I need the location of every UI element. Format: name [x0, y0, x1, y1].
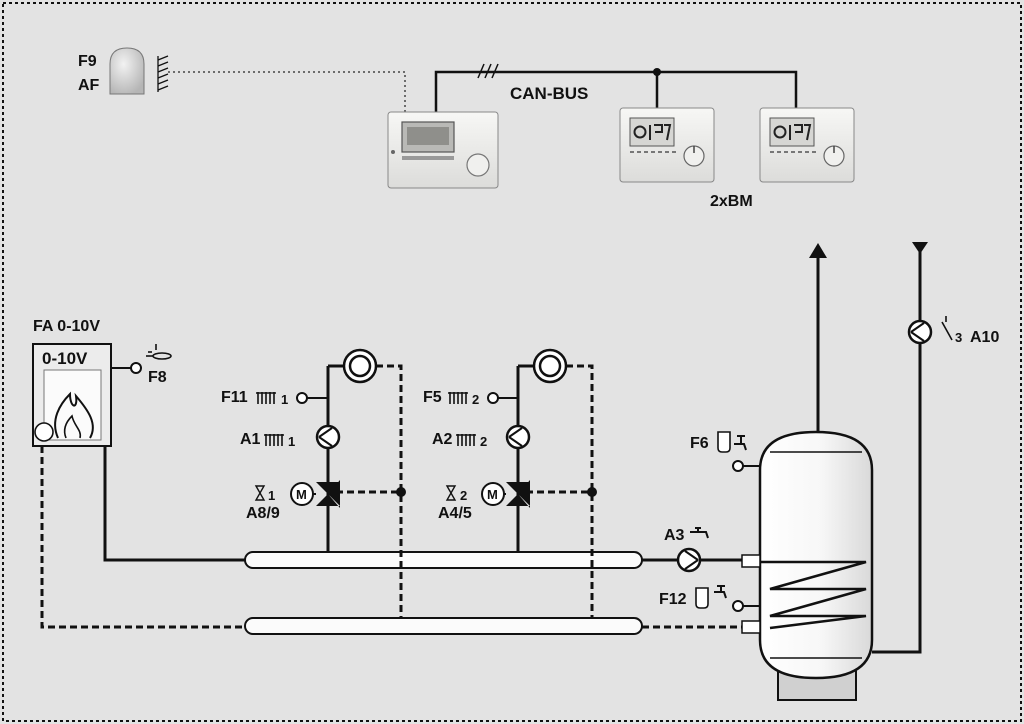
mixing-valve-2-icon — [506, 480, 530, 508]
mixer-valve-1-symbol-icon — [254, 485, 266, 501]
outdoor-sensor-code: F9 — [78, 53, 97, 70]
heat-exchanger-coil — [760, 560, 867, 630]
bus-junction — [653, 68, 661, 76]
tank-bottom-sensor-label: F12 — [659, 591, 687, 608]
flame-icon — [54, 391, 94, 439]
flow-sensor-2-label: F5 — [423, 389, 442, 406]
room-unit-1-display — [629, 117, 675, 147]
outdoor-sensor-name: AF — [78, 77, 100, 94]
bus-slash-marks — [477, 63, 499, 79]
heating-circuit-1: F11 1 A1 1 M 1 A8/9 — [221, 348, 406, 618]
dhw-tank — [758, 430, 874, 680]
flow-header — [244, 551, 643, 569]
mixing-valve-1-icon — [316, 480, 340, 508]
flow-sensor-1-node — [296, 392, 308, 404]
controller-device — [387, 111, 499, 189]
charge-pump-label: A3 — [664, 527, 685, 544]
return-header — [244, 617, 643, 635]
tank-bottom-tap-icon — [714, 585, 727, 599]
radiator-1b-icon — [264, 434, 284, 446]
mixer-2-label: A4/5 — [438, 505, 472, 522]
boiler-label: FA 0-10V — [33, 318, 100, 335]
circulation-arrow-icon — [912, 242, 928, 254]
circulation-line — [872, 250, 922, 654]
boiler-flow-pipe — [103, 446, 245, 562]
boiler-sensor-label: F8 — [148, 369, 167, 386]
circuit-1-index-c: 1 — [268, 488, 275, 503]
outdoor-sensor-wire — [168, 71, 406, 112]
outdoor-sensor: F9 AF — [78, 47, 406, 112]
circuit-2-index-c: 2 — [460, 488, 467, 503]
tank-top-sensor-label: F6 — [690, 435, 709, 452]
circuit-2-index-a: 2 — [472, 392, 479, 407]
timer-switch-icon — [941, 316, 953, 341]
radiator-2a-icon — [448, 392, 468, 404]
boiler-sensor-icon — [146, 344, 172, 360]
tank-bottom-sensor-icon — [695, 587, 709, 609]
flow-sensor-1-label: F11 — [221, 389, 248, 406]
boiler: 0-10V — [32, 343, 112, 447]
radiator-2b-icon — [456, 434, 476, 446]
circuit-2-index-b: 2 — [480, 434, 487, 449]
circulation-pump-icon — [907, 319, 933, 345]
pump-1-label: A1 — [240, 431, 261, 448]
tap-icon — [690, 527, 709, 539]
pump-2-icon — [505, 424, 531, 450]
can-bus-line — [434, 70, 798, 112]
outdoor-sensor-icon — [109, 47, 145, 95]
boiler-pump-icon — [34, 422, 54, 442]
pump-1-icon — [315, 424, 341, 450]
controller-knob-icon — [466, 153, 490, 177]
mixer-1-label: A8/9 — [246, 505, 280, 522]
heating-circuit-2: F5 2 A2 2 M 2 A4/5 — [423, 348, 597, 618]
room-units-label: 2xBM — [710, 193, 753, 210]
boiler-panel-text: 0-10V — [42, 349, 88, 368]
hot-water-arrow-icon — [809, 243, 827, 258]
circuit-1-index-b: 1 — [288, 434, 295, 449]
svg-text:M: M — [487, 487, 498, 502]
radiator-1a-icon — [256, 392, 276, 404]
circulation-pump-label: A10 — [970, 329, 999, 346]
can-bus-label: CAN-BUS — [510, 84, 588, 103]
circulation-index: 3 — [955, 330, 962, 345]
room-unit-2 — [759, 107, 855, 183]
boiler-sensor-node — [130, 362, 142, 374]
flow-sensor-2-node — [487, 392, 499, 404]
svg-text:M: M — [296, 487, 307, 502]
room-unit-2-display — [769, 117, 815, 147]
tank-top-sensor-icon — [717, 431, 731, 453]
mixer-valve-2-symbol-icon — [445, 485, 457, 501]
pump-2-label: A2 — [432, 431, 453, 448]
tank-top-tap-icon — [734, 435, 747, 451]
circuit-1-index-a: 1 — [281, 392, 288, 407]
room-unit-1 — [619, 107, 715, 183]
boiler-return-pipe — [40, 446, 245, 629]
wall-hatch-icon — [157, 55, 169, 92]
